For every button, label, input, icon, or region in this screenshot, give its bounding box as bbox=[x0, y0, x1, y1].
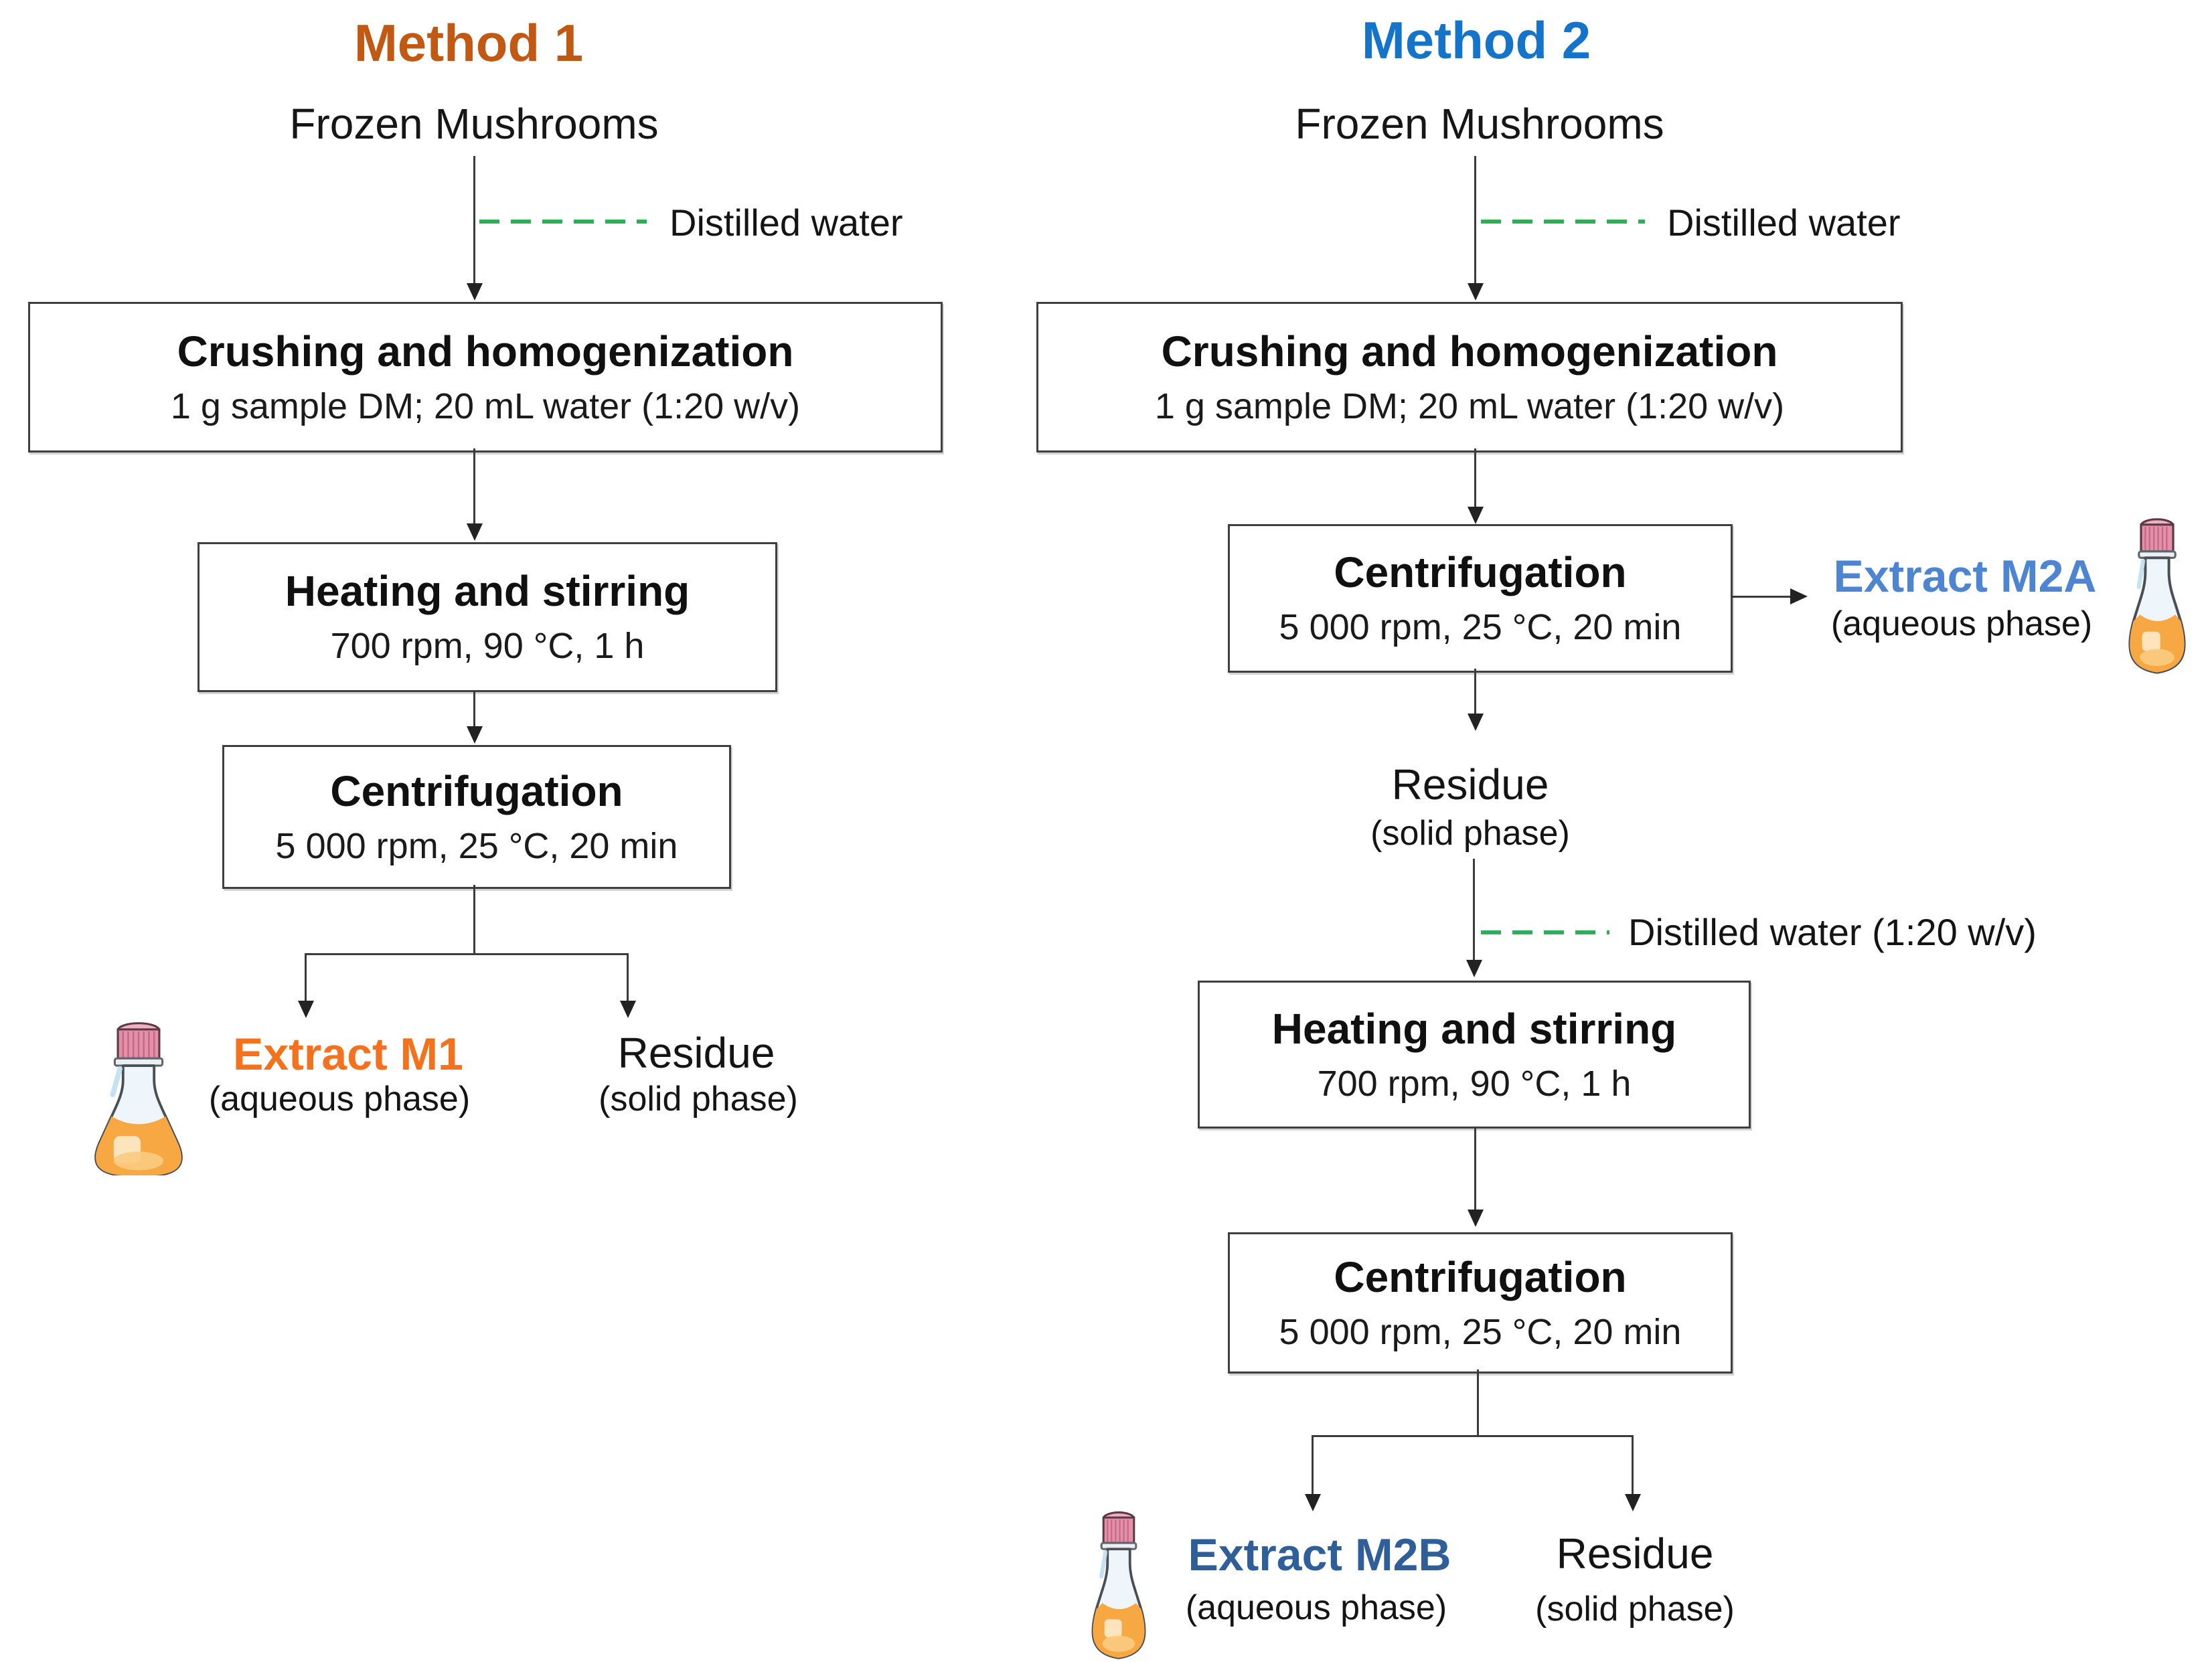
flow-line bbox=[473, 690, 475, 726]
box-title: Heating and stirring bbox=[1271, 1004, 1677, 1053]
flow-line bbox=[627, 953, 629, 1001]
extract-m1-phase: (aqueous phase) bbox=[208, 1080, 471, 1118]
box-subtitle: 1 g sample DM; 20 mL water (1:20 w/v) bbox=[170, 386, 801, 426]
method2-water-label-1: Distilled water bbox=[1667, 201, 1901, 244]
flow-line bbox=[473, 885, 475, 954]
box-subtitle: 1 g sample DM; 20 mL water (1:20 w/v) bbox=[1154, 386, 1785, 426]
method1-heating-box: Heating and stirring 700 rpm, 90 °C, 1 h bbox=[198, 542, 777, 692]
method1-water-label: Distilled water bbox=[669, 201, 903, 244]
box-title: Heating and stirring bbox=[285, 567, 690, 616]
flow-line bbox=[1632, 1435, 1634, 1494]
arrowhead-down-icon bbox=[298, 1001, 314, 1018]
erlenmeyer-flask-icon bbox=[94, 1022, 183, 1175]
arrowhead-down-icon bbox=[467, 283, 483, 301]
arrowhead-down-icon bbox=[467, 523, 483, 541]
extract-m2b-phase: (aqueous phase) bbox=[1185, 1588, 1447, 1627]
arrowhead-down-icon bbox=[467, 726, 483, 744]
arrowhead-right-icon bbox=[1790, 588, 1808, 604]
extract-m2a-phase: (aqueous phase) bbox=[1830, 604, 2093, 643]
method2-title: Method 2 bbox=[1361, 11, 1591, 70]
box-title: Centrifugation bbox=[1334, 548, 1627, 597]
method2-centrifugation2-box: Centrifugation 5 000 rpm, 25 °C, 20 min bbox=[1228, 1232, 1733, 1374]
method2-source-label: Frozen Mushrooms bbox=[1295, 100, 1664, 148]
method1-crushing-box: Crushing and homogenization 1 g sample D… bbox=[28, 302, 943, 452]
arrowhead-down-icon bbox=[1625, 1494, 1641, 1511]
box-title: Crushing and homogenization bbox=[1161, 327, 1778, 376]
flow-line bbox=[305, 953, 307, 1001]
method1-residue-phase: (solid phase) bbox=[599, 1080, 798, 1118]
method2-water-label-2: Distilled water (1:20 w/v) bbox=[1628, 911, 2037, 953]
arrowhead-down-icon bbox=[1468, 507, 1484, 524]
method2-residue-phase: (solid phase) bbox=[1535, 1590, 1735, 1629]
arrowhead-down-icon bbox=[1305, 1494, 1321, 1511]
flow-line bbox=[1474, 669, 1476, 714]
erlenmeyer-flask-icon bbox=[2128, 518, 2186, 674]
arrowhead-down-icon bbox=[1468, 1210, 1484, 1227]
box-title: Centrifugation bbox=[1334, 1252, 1627, 1301]
water-dash-line bbox=[1481, 930, 1609, 934]
arrowhead-down-icon bbox=[620, 1001, 636, 1018]
arrowhead-down-icon bbox=[1468, 283, 1484, 301]
method1-residue-label: Residue bbox=[617, 1029, 775, 1077]
method2-mid-residue-phase: (solid phase) bbox=[1370, 814, 1570, 853]
flow-line bbox=[1474, 1127, 1476, 1210]
extract-m2a-label: Extract M2A bbox=[1833, 551, 2097, 602]
method2-crushing-box: Crushing and homogenization 1 g sample D… bbox=[1036, 302, 1903, 452]
box-subtitle: 5 000 rpm, 25 °C, 20 min bbox=[1279, 1311, 1682, 1352]
arrowhead-down-icon bbox=[1468, 714, 1484, 731]
box-subtitle: 700 rpm, 90 °C, 1 h bbox=[330, 626, 645, 667]
flow-line bbox=[1474, 156, 1476, 283]
extract-m1-label: Extract M1 bbox=[233, 1029, 463, 1080]
extract-m2b-label: Extract M2B bbox=[1188, 1529, 1451, 1580]
arrowhead-down-icon bbox=[1466, 960, 1482, 977]
method1-title: Method 1 bbox=[353, 13, 584, 72]
box-subtitle: 700 rpm, 90 °C, 1 h bbox=[1317, 1063, 1632, 1104]
method2-residue-label: Residue bbox=[1556, 1529, 1714, 1578]
flow-line bbox=[473, 156, 475, 283]
water-dash-line bbox=[1481, 220, 1645, 224]
branch-line bbox=[1312, 1435, 1634, 1437]
erlenmeyer-flask-icon bbox=[1091, 1511, 1146, 1659]
box-title: Centrifugation bbox=[330, 766, 623, 815]
method2-centrifugation1-box: Centrifugation 5 000 rpm, 25 °C, 20 min bbox=[1228, 524, 1733, 673]
box-title: Crushing and homogenization bbox=[177, 327, 794, 376]
method1-centrifugation-box: Centrifugation 5 000 rpm, 25 °C, 20 min bbox=[222, 745, 731, 889]
method2-heating-box: Heating and stirring 700 rpm, 90 °C, 1 h bbox=[1198, 981, 1751, 1129]
method1-source-label: Frozen Mushrooms bbox=[289, 100, 659, 148]
flow-line bbox=[1473, 859, 1475, 960]
box-subtitle: 5 000 rpm, 25 °C, 20 min bbox=[1279, 607, 1682, 648]
method2-mid-residue-label: Residue bbox=[1391, 760, 1549, 809]
flow-line bbox=[1477, 1369, 1479, 1436]
water-dash-line bbox=[479, 220, 647, 224]
branch-line bbox=[305, 953, 629, 955]
box-subtitle: 5 000 rpm, 25 °C, 20 min bbox=[275, 825, 678, 866]
flow-line bbox=[1312, 1435, 1314, 1494]
flow-line bbox=[1731, 596, 1790, 598]
flow-line bbox=[473, 448, 475, 523]
flow-line bbox=[1474, 448, 1476, 507]
